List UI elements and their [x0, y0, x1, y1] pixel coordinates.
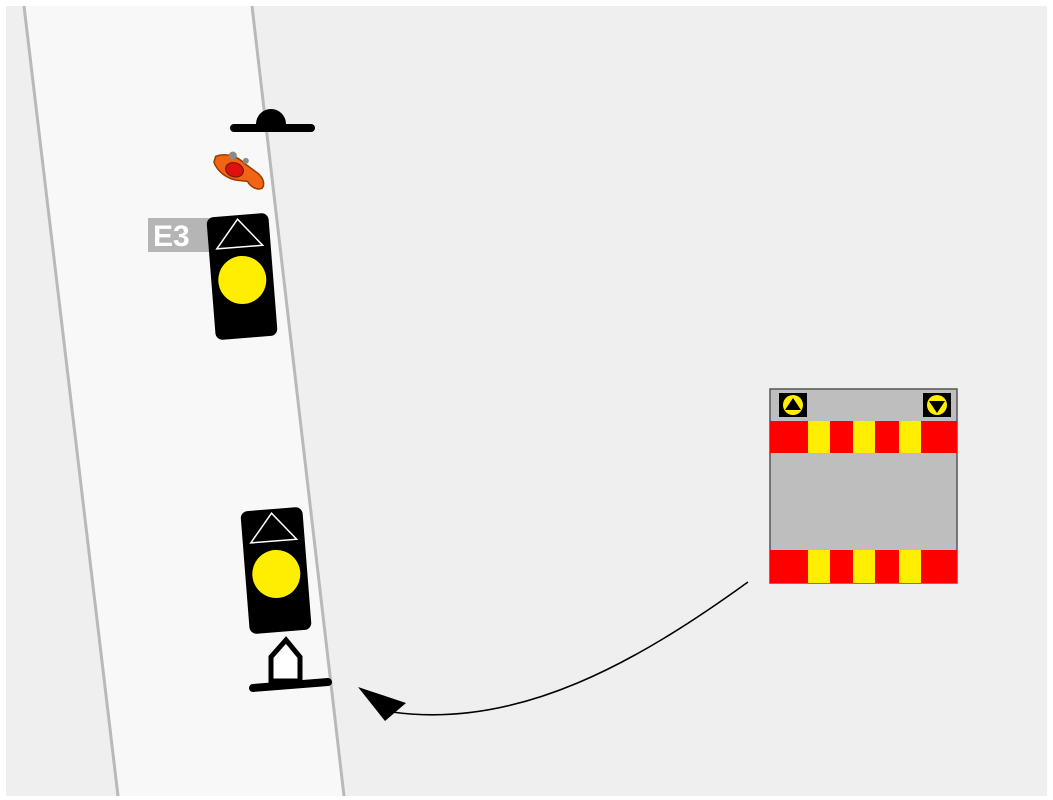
- signal-post-symbol: [249, 636, 332, 692]
- barrier-board-top: [770, 421, 957, 453]
- barrier-board-bottom: [770, 550, 957, 583]
- warning-light-right-icon: [923, 393, 951, 417]
- traffic-signal-north: [206, 213, 278, 340]
- warning-light-left-icon: [779, 393, 807, 417]
- movement-arrow: [358, 581, 749, 721]
- road-edge-right: [250, 5, 346, 797]
- junction-signal-symbol: [230, 109, 315, 132]
- road-edge-left: [22, 5, 120, 797]
- cyclist-icon: [213, 151, 265, 190]
- traffic-signal-south: [240, 507, 312, 634]
- arrowhead-icon: [358, 687, 406, 721]
- road-label: E3: [148, 218, 218, 253]
- work-vehicle-with-barriers: [769, 388, 958, 584]
- road-label-text: E3: [153, 220, 190, 253]
